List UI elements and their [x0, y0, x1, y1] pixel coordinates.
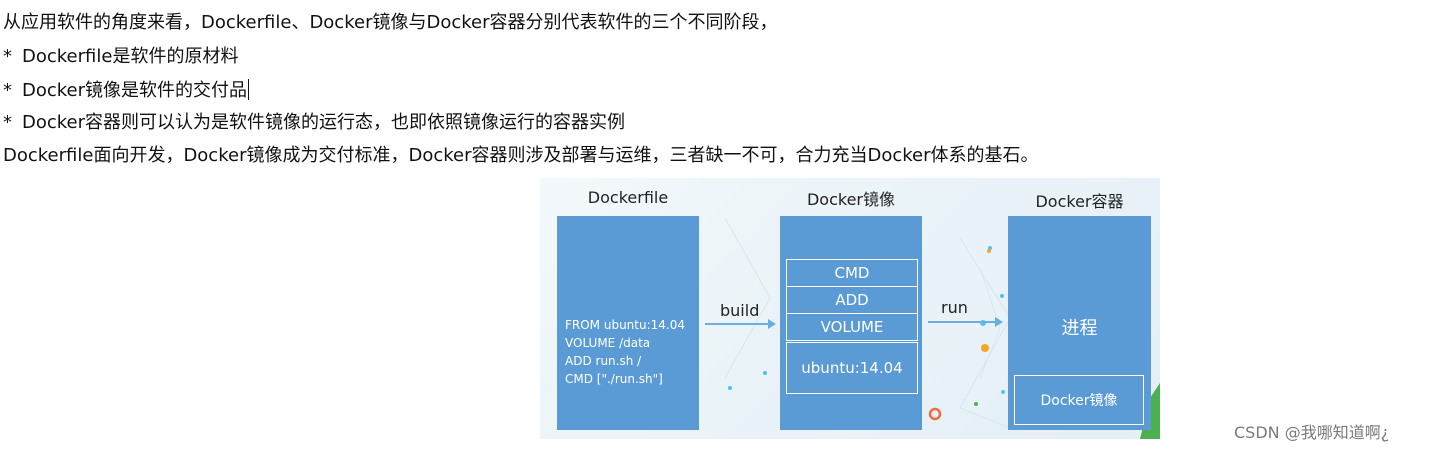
- image-layer: VOLUME: [786, 313, 918, 341]
- image-title: Docker镜像: [806, 190, 896, 209]
- summary-paragraph: Dockerfile面向开发，Docker镜像成为交付标准，Docker容器则涉…: [3, 145, 1039, 166]
- decor-mesh: [979, 267, 1001, 379]
- image-layer: CMD: [786, 259, 918, 287]
- bullet-item: * Docker容器则可以认为是软件镜像的运行态，也即依照镜像运行的容器实例: [3, 112, 625, 134]
- decor-dot: [728, 386, 732, 390]
- bullet-text: Docker镜像是软件的交付品: [22, 80, 248, 101]
- image-panel: CMD ADD VOLUME ubuntu:14.04: [780, 216, 922, 430]
- decor-dot: [1001, 390, 1005, 394]
- decor-dot: [1000, 294, 1004, 298]
- dockerfile-panel: FROM ubuntu:14.04 VOLUME /data ADD run.s…: [557, 216, 699, 430]
- bullet-marker: *: [3, 80, 12, 101]
- decor-curve: [724, 217, 771, 379]
- dockerfile-title: Dockerfile: [587, 188, 669, 207]
- bullet-text: Docker容器则可以认为是软件镜像的运行态，也即依照镜像运行的容器实例: [22, 112, 626, 133]
- csdn-watermark: CSDN @我哪知道啊¿: [1234, 423, 1390, 442]
- text-cursor: [248, 79, 250, 100]
- build-arrow-head: [768, 319, 776, 329]
- bullet-text: Dockerfile是软件的原材料: [22, 46, 239, 67]
- process-label: 进程: [1061, 318, 1098, 339]
- docker-stages-diagram: Dockerfile FROM ubuntu:14.04 VOLUME /dat…: [540, 178, 1160, 439]
- bullet-marker: *: [3, 46, 12, 67]
- decor-mesh: [959, 237, 1011, 429]
- decor-dot: [981, 344, 989, 352]
- run-arrow-head: [995, 317, 1003, 327]
- decor-dot: [987, 249, 991, 253]
- intro-paragraph: 从应用软件的角度来看，Dockerfile、Docker镜像与Docker容器分…: [3, 12, 778, 33]
- bullet-item: * Docker镜像是软件的交付品: [3, 79, 250, 102]
- container-title: Docker容器: [1035, 192, 1124, 211]
- bullet-item: * Dockerfile是软件的原材料: [3, 46, 238, 68]
- run-label: run: [941, 298, 968, 317]
- decor-ring: [928, 407, 942, 421]
- decor-dot: [763, 371, 767, 375]
- build-label: build: [720, 301, 760, 320]
- bullet-marker: *: [3, 112, 12, 133]
- image-layer-base: ubuntu:14.04: [786, 342, 918, 394]
- container-panel: 进程 Docker镜像: [1008, 216, 1151, 430]
- container-image-box: Docker镜像: [1014, 375, 1144, 425]
- image-layer: ADD: [786, 286, 918, 314]
- decor-dot: [974, 402, 978, 406]
- dockerfile-code: FROM ubuntu:14.04 VOLUME /data ADD run.s…: [565, 318, 685, 386]
